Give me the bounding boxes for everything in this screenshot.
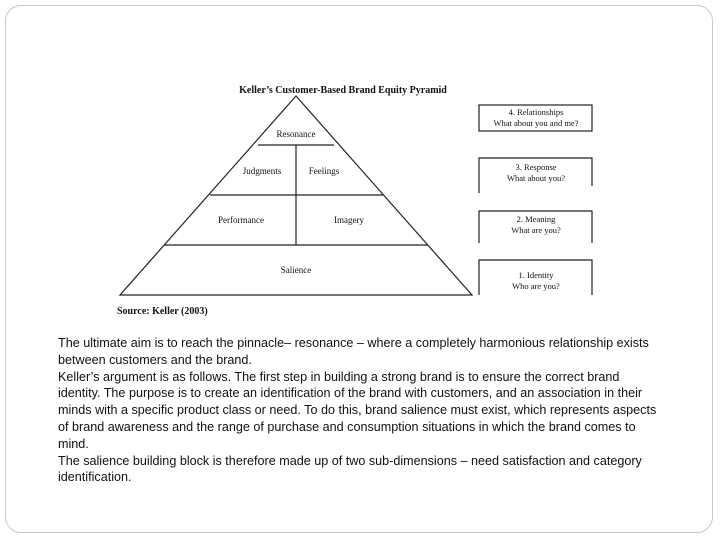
- step-1-question: Who are you?: [512, 281, 560, 291]
- step-2-title: 2. Meaning: [517, 214, 556, 224]
- pyramid-label-salience: Salience: [281, 265, 312, 275]
- pyramid-label-performance: Performance: [218, 215, 264, 225]
- step-3-title: 3. Response: [515, 162, 556, 172]
- step-4-title: 4. Relationships: [509, 107, 564, 117]
- pyramid-label-imagery: Imagery: [334, 215, 364, 225]
- paragraph-pinnacle: The ultimate aim is to reach the pinnacl…: [58, 336, 649, 367]
- step-4-box: [478, 104, 593, 132]
- pyramid-label-resonance: Resonance: [277, 129, 316, 139]
- brand-equity-figure: Keller’s Customer-Based Brand Equity Pyr…: [117, 85, 593, 317]
- body-text: The ultimate aim is to reach the pinnacl…: [58, 335, 658, 486]
- pyramid-label-judgments: Judgments: [243, 166, 282, 176]
- step-1-bracket: [478, 259, 593, 295]
- figure-title: Keller’s Customer-Based Brand Equity Pyr…: [239, 85, 447, 96]
- paragraph-salience: The salience building block is therefore…: [58, 453, 642, 485]
- brand-building-steps: [478, 104, 593, 295]
- step-3-question: What about you?: [507, 173, 565, 183]
- pyramid: [118, 95, 474, 296]
- step-1-title: 1. Identity: [519, 270, 555, 280]
- step-4-question: What about you and me?: [494, 118, 579, 128]
- step-3-bracket: [478, 157, 593, 193]
- paragraph-keller-argument: Keller’s argument is as follows. The fir…: [58, 369, 657, 451]
- pyramid-label-feelings: Feelings: [309, 166, 340, 176]
- slide-frame: [5, 5, 713, 533]
- step-2-bracket: [478, 210, 593, 243]
- pyramid-outline: [118, 95, 474, 296]
- figure-source: Source: Keller (2003): [117, 306, 208, 317]
- step-2-question: What are you?: [511, 225, 561, 235]
